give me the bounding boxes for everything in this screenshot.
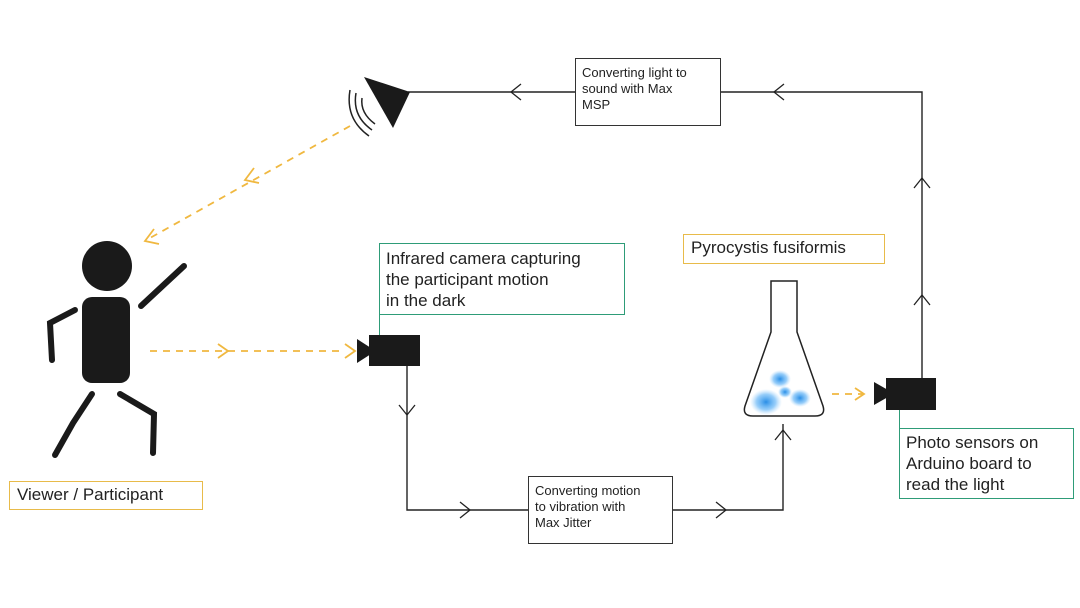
figure-body bbox=[82, 297, 130, 383]
figure-leg-right bbox=[117, 391, 158, 456]
video-camera-icon bbox=[874, 378, 936, 410]
arrowhead-up bbox=[774, 428, 792, 441]
arrowhead-right bbox=[715, 501, 728, 519]
camera-callout: Infrared camera capturing the participan… bbox=[379, 243, 625, 315]
flask-icon bbox=[743, 280, 825, 417]
viewer-label: Viewer / Participant bbox=[9, 481, 203, 510]
arrowhead-down bbox=[398, 404, 416, 417]
sound-wave bbox=[348, 89, 370, 137]
arrowhead-up bbox=[913, 176, 931, 189]
camera-callout-leader bbox=[379, 315, 380, 335]
camera-callout-line: in the dark bbox=[386, 291, 466, 310]
flow-speaker-to-viewer bbox=[149, 125, 351, 239]
arrowhead-right bbox=[344, 343, 357, 359]
sensor-callout-line: Arduino board to bbox=[906, 454, 1032, 473]
motion-to-vibration-box: Converting motion to vibration with Max … bbox=[528, 476, 673, 544]
motion-box-line: to vibration with bbox=[535, 499, 626, 514]
sensor-callout: Photo sensors on Arduino board to read t… bbox=[899, 428, 1074, 499]
sound-wave bbox=[354, 92, 373, 131]
light-sound-flows bbox=[149, 125, 864, 395]
viewer-label-text: Viewer / Participant bbox=[17, 485, 164, 504]
figure-arm-right bbox=[138, 263, 187, 309]
sensor-lens bbox=[874, 382, 888, 405]
glow-spot bbox=[769, 370, 791, 388]
arrowhead-right bbox=[217, 343, 230, 359]
camera-body bbox=[369, 335, 420, 366]
organism-label-text: Pyrocystis fusiformis bbox=[691, 238, 846, 257]
sound-box-line: MSP bbox=[582, 97, 611, 112]
sensor-callout-line: Photo sensors on bbox=[906, 433, 1039, 452]
figure-arm-left bbox=[46, 307, 78, 363]
arrowhead-right bbox=[854, 387, 866, 401]
path-camera-to-motion-box bbox=[406, 366, 528, 511]
sensor-callout-line: read the light bbox=[906, 475, 1005, 494]
speaker-body bbox=[364, 77, 410, 128]
arrowhead-down-left bbox=[143, 228, 160, 245]
sound-box-line: Converting light to bbox=[582, 65, 687, 80]
sound-wave bbox=[361, 97, 376, 125]
flask-outline bbox=[743, 280, 825, 417]
figure-leg-left bbox=[52, 391, 95, 458]
arrowhead-right bbox=[459, 501, 472, 519]
motion-box-line: Max Jitter bbox=[535, 515, 592, 530]
glow-spot bbox=[750, 389, 782, 415]
glow-spot bbox=[789, 389, 811, 407]
stick-figure-icon bbox=[46, 241, 187, 458]
figure-head bbox=[82, 241, 132, 291]
sensor-body bbox=[886, 378, 936, 410]
sound-box-line: sound with Max bbox=[582, 81, 673, 96]
glow-spot bbox=[778, 386, 792, 398]
organism-label: Pyrocystis fusiformis bbox=[683, 234, 885, 264]
arrowhead-left bbox=[772, 83, 785, 101]
flow-arrowheads bbox=[143, 167, 866, 401]
motion-box-line: Converting motion bbox=[535, 483, 641, 498]
arrowhead-down-left bbox=[243, 167, 260, 184]
path-sensor-to-sound-box bbox=[720, 91, 923, 378]
bioluminescence-glow bbox=[750, 370, 811, 415]
camera-lens bbox=[357, 339, 371, 363]
arrowhead-left bbox=[509, 83, 522, 101]
sensor-callout-leader bbox=[899, 410, 900, 428]
path-motion-box-to-flask bbox=[672, 424, 784, 511]
video-camera-icon bbox=[357, 335, 420, 366]
path-arrowheads bbox=[398, 83, 931, 519]
camera-callout-line: the participant motion bbox=[386, 270, 549, 289]
camera-callout-line: Infrared camera capturing bbox=[386, 249, 581, 268]
light-to-sound-box: Converting light to sound with Max MSP bbox=[575, 58, 721, 126]
arrowhead-up bbox=[913, 293, 931, 306]
speaker-icon bbox=[348, 77, 410, 137]
